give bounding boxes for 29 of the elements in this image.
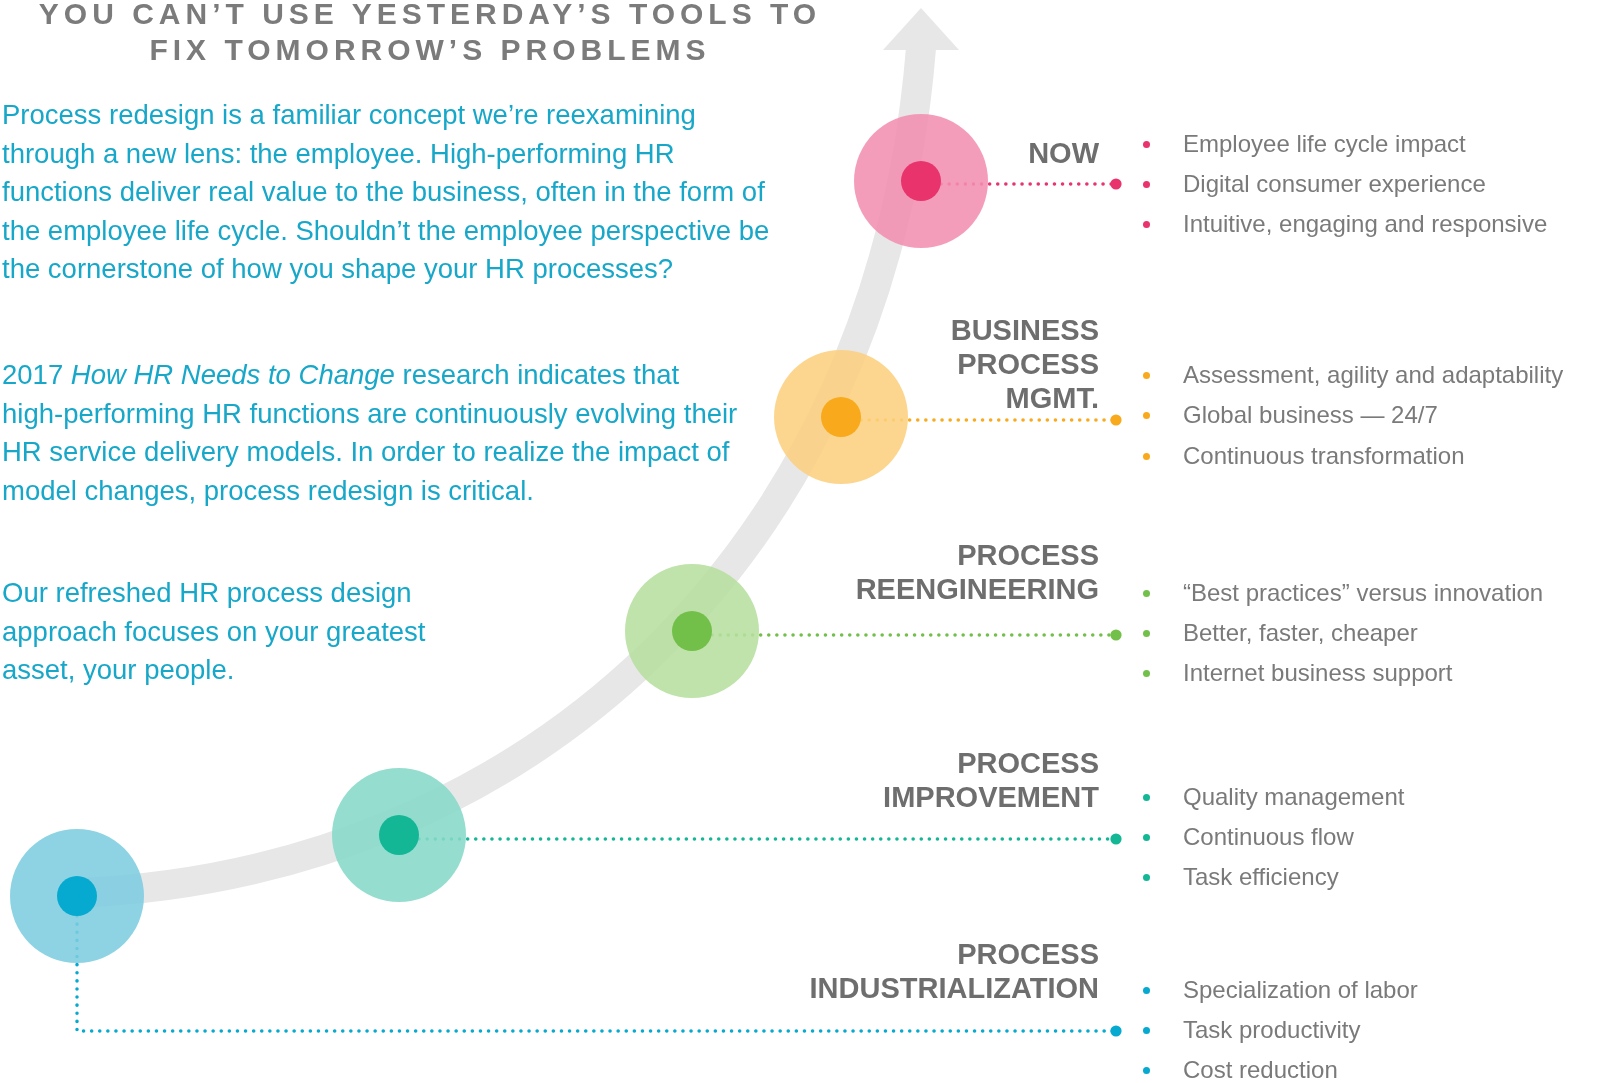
body-paragraph: Process redesign is a familiar concept we’re reexamining through a new lens: the employee. High-performing HR functions deliver real value to the business, often in the form of the employee life cycle. Shouldn’t the employee perspective be the cornerstone of how you shape your HR processes? [2,98,771,286]
bullet-item: Employee life cycle impact [1183,130,1466,158]
bullet-item: Task efficiency [1183,863,1339,891]
bullet-item: Continuous transformation [1183,442,1465,470]
stage-title: PROCESS REENGINEERING [759,538,1099,606]
bullet-item: Intuitive, engaging and responsive [1183,210,1548,238]
stage-title: BUSINESS PROCESS MGMT. [909,313,1099,415]
stage-circle [625,564,759,698]
bullet-item: Assessment, agility and adaptability [1183,361,1564,389]
bullet-item: Digital consumer experience [1183,170,1486,198]
stage-title: PROCESS IMPROVEMENT [759,746,1099,814]
bullet-item: “Best practices” versus innovation [1183,579,1544,607]
bullet-item: Quality management [1183,783,1405,811]
stage-circle [10,829,144,963]
bullet-item: Continuous flow [1183,823,1354,851]
bullet-item: Specialization of labor [1183,976,1418,1004]
bullet-item: Task productivity [1183,1016,1361,1044]
bullet-item: Cost reduction [1183,1056,1338,1083]
bullet-item: Better, faster, cheaper [1183,619,1418,647]
body-paragraph: Our refreshed HR process design approach focuses on your greatest asset, your people. [2,576,427,687]
bullet-item: Global business — 24/7 [1183,401,1438,429]
bullet-item: Internet business support [1183,659,1453,687]
stage-title: NOW [1028,136,1099,170]
body-paragraph: 2017 How HR Needs to Change research indicates that high-performing HR functions are continuously evolving their HR service delivery models. In order to realize the impact of model changes, process redesign is critical. [2,358,739,508]
stage-circle [774,350,908,484]
stage-title: PROCESS INDUSTRIALIZATION [759,937,1099,1005]
title: YOU CAN’T USE YESTERDAY’S TOOLS TO FIX TOMORROW’S PROBLEMS [37,0,823,68]
stage-circle [854,114,988,248]
stage-circle [332,768,466,902]
